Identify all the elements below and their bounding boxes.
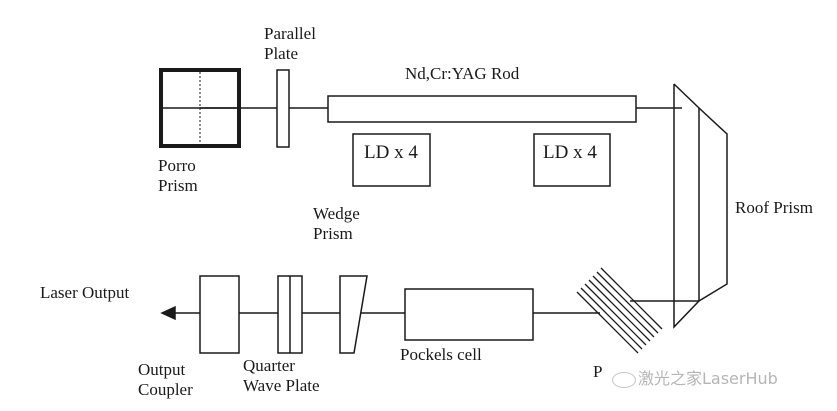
label-line: Prism	[313, 224, 353, 243]
polarizer-label: P	[593, 362, 603, 381]
laser-diode-array-right	[533, 133, 611, 187]
ld-left-label: LD x 4	[364, 142, 418, 163]
laser-output-label: Laser Output	[40, 283, 130, 302]
label-line: Parallel	[264, 24, 316, 43]
output-coupler-label: Output Coupler	[138, 360, 193, 400]
pockels-cell	[404, 288, 534, 341]
label-line: Wedge	[313, 204, 360, 223]
laser-output-arrow-icon	[160, 305, 176, 321]
roof-prism	[673, 83, 728, 329]
ld-right-label: LD x 4	[543, 142, 597, 163]
parallel-plate	[276, 69, 290, 148]
porro-prism-label: Porro Prism	[158, 156, 198, 196]
output-coupler	[199, 275, 240, 354]
watermark: 激光之家LaserHub	[612, 365, 778, 389]
wedge-prism	[339, 275, 368, 354]
quarter-wave-plate-label: Quarter Wave Plate	[243, 356, 320, 396]
polarizer	[576, 267, 663, 354]
wechat-icon	[612, 371, 636, 388]
rod-label: Nd,Cr:YAG Rod	[405, 64, 520, 83]
label-line: Wave Plate	[243, 376, 320, 395]
roof-prism-label: Roof Prism	[735, 198, 813, 217]
laser-diode-array-left	[352, 133, 431, 187]
wedge-prism-label: Wedge Prism	[313, 204, 360, 244]
label-line: Prism	[158, 176, 198, 195]
label-line: Porro	[158, 156, 196, 175]
watermark-text: 激光之家LaserHub	[638, 369, 778, 388]
label-line: Output	[138, 360, 186, 379]
label-line: Coupler	[138, 380, 193, 399]
nd-cr-yag-rod	[327, 95, 637, 123]
pockels-cell-label: Pockels cell	[400, 345, 482, 364]
label-line: Plate	[264, 44, 298, 63]
parallel-plate-label: Parallel Plate	[264, 24, 316, 64]
label-line: Quarter	[243, 356, 295, 375]
